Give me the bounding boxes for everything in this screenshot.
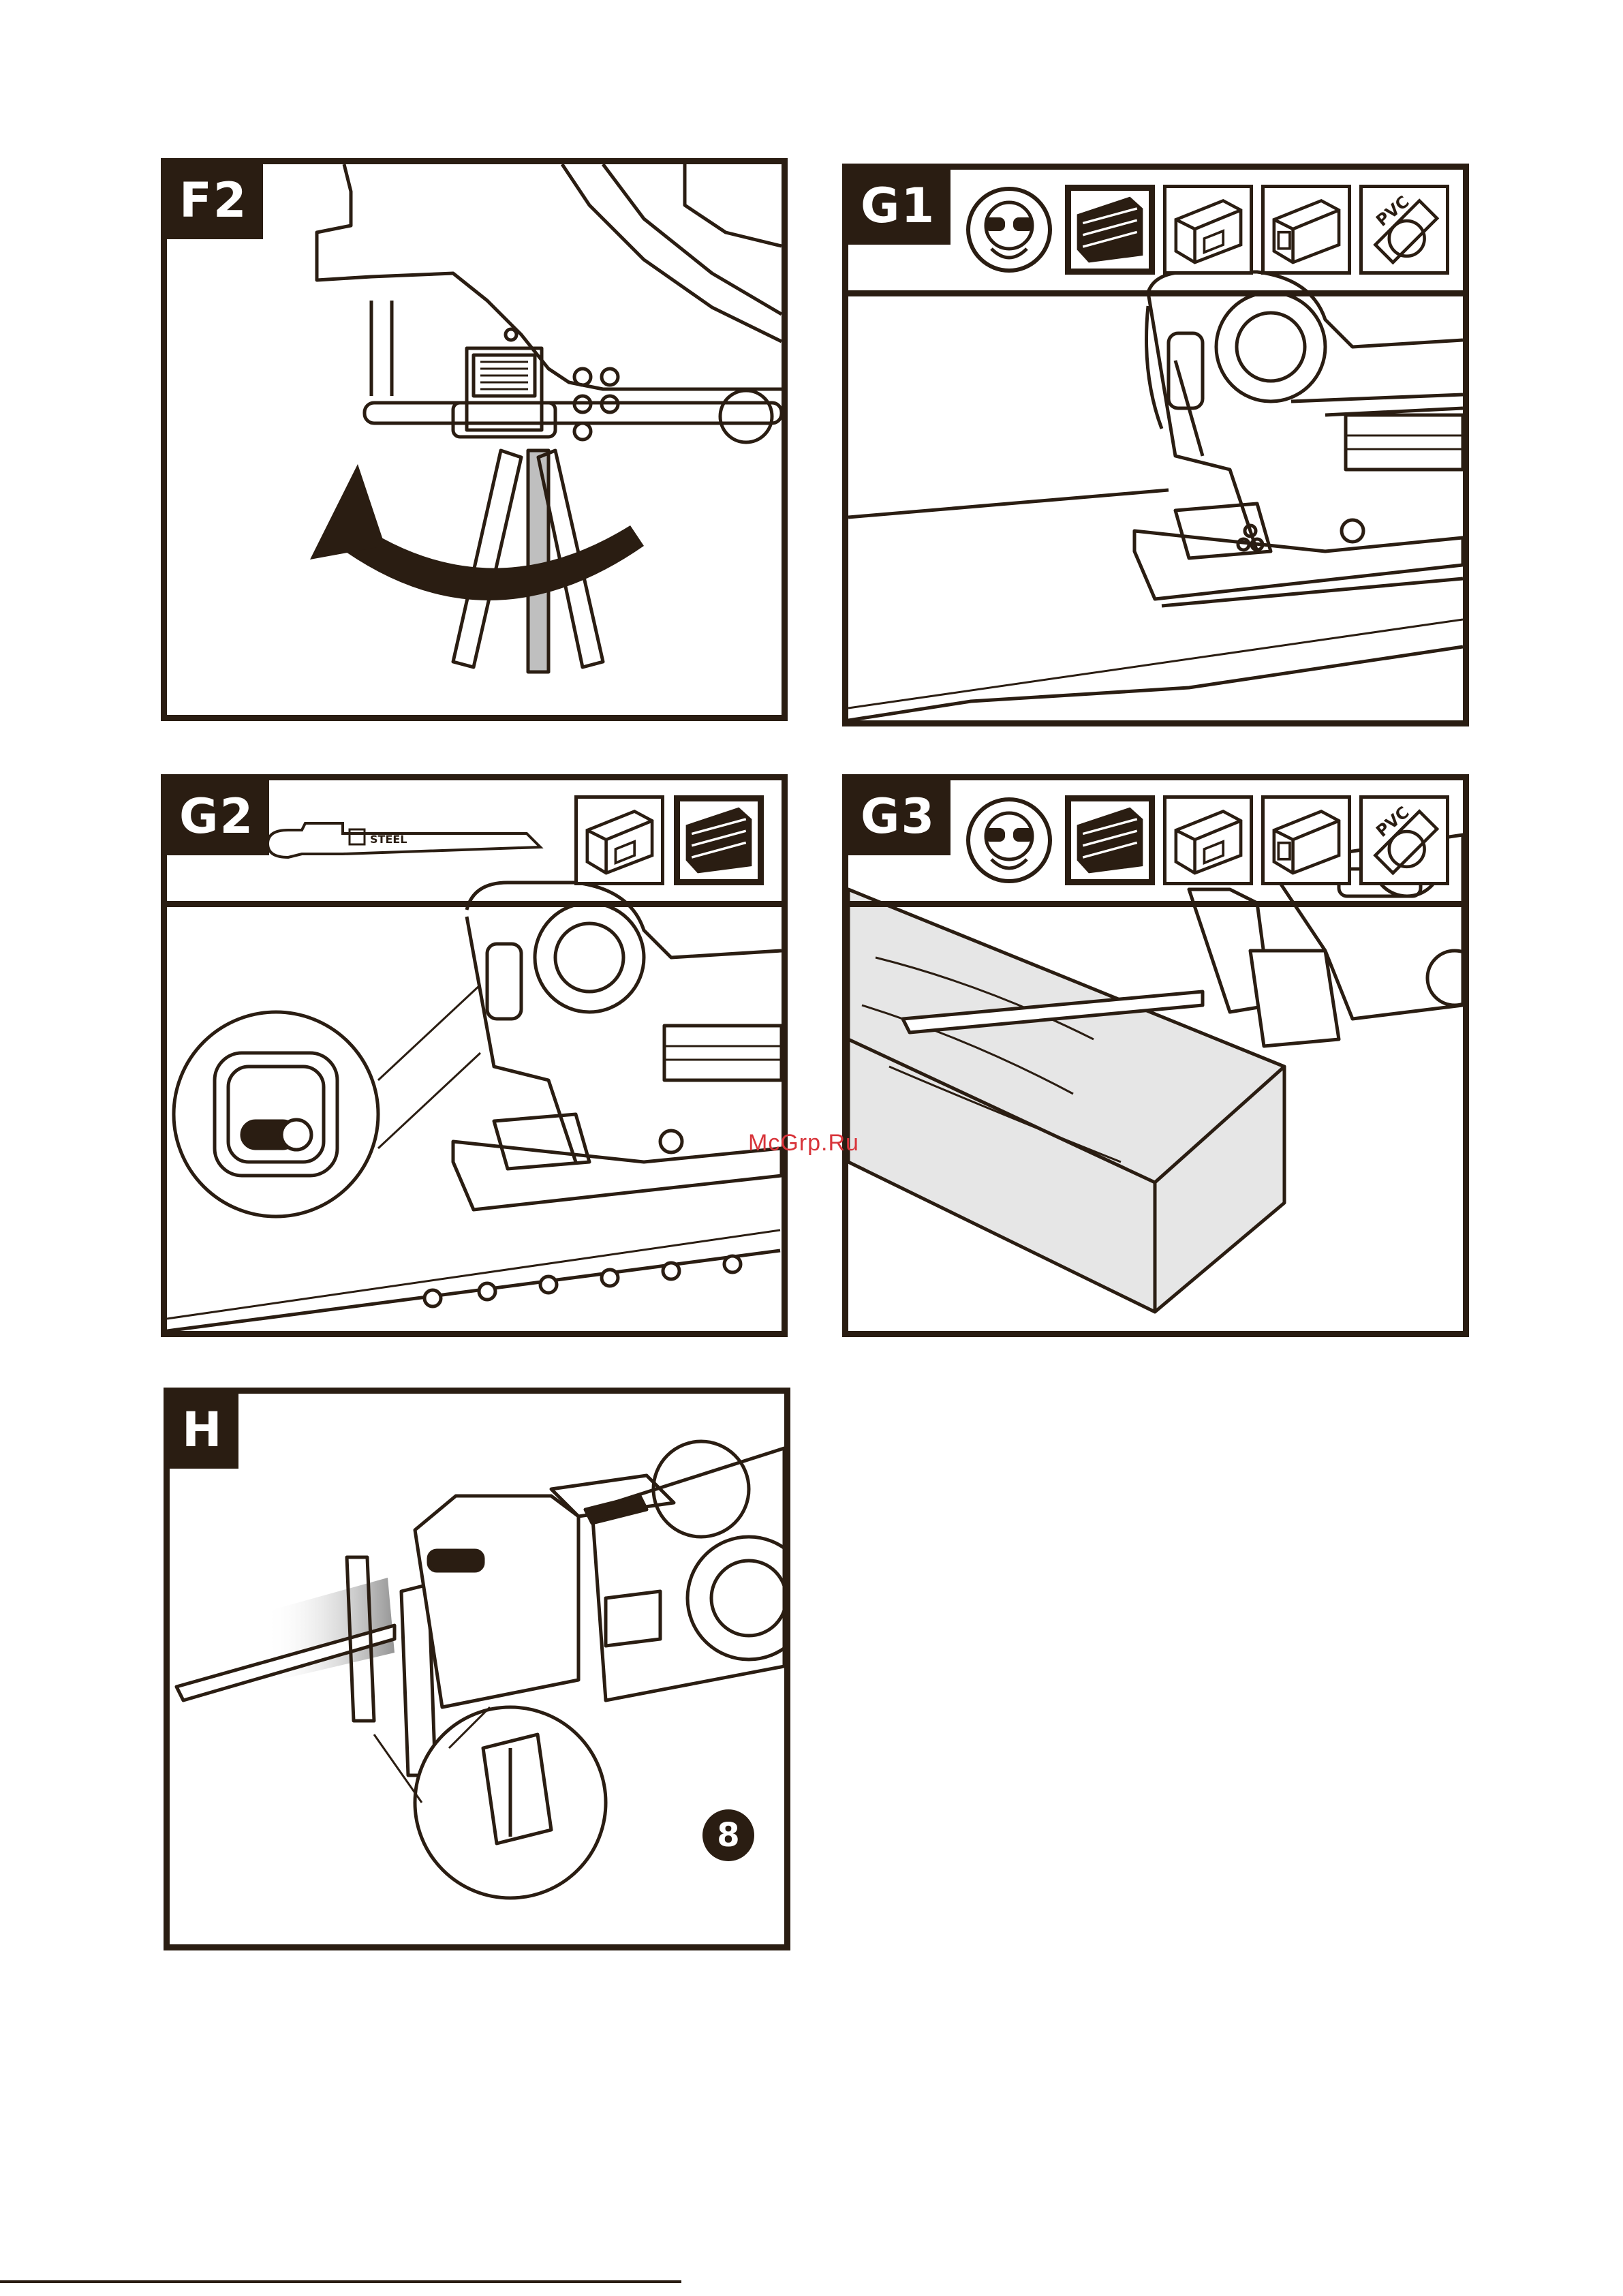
- h-illustration: [170, 1394, 784, 1944]
- aluminum-tube-icon: [1261, 185, 1351, 275]
- panel-g2: G2 STEEL: [161, 774, 788, 1337]
- panel-g1: G1 PVC: [842, 164, 1469, 726]
- pvc-pipe-icon: PVC: [1359, 185, 1449, 275]
- part-callout-8: 8: [702, 1809, 754, 1861]
- panel-g3: G3 PVC: [842, 774, 1469, 1337]
- panel-label: F2: [167, 164, 263, 239]
- metal-profile-icon: [1163, 185, 1253, 275]
- metal-profile-icon: [1163, 795, 1253, 885]
- wood-icon: [1065, 795, 1155, 885]
- safety-goggles-icon: [964, 185, 1054, 275]
- wood-icon: [674, 795, 764, 885]
- wood-icon: [1065, 185, 1155, 275]
- panel-label: G2: [167, 780, 269, 855]
- f2-illustration: [167, 164, 782, 715]
- panel-h: H 8: [164, 1388, 790, 1950]
- panel-label: H: [170, 1394, 238, 1469]
- aluminum-tube-icon: [1261, 795, 1351, 885]
- pvc-pipe-icon: PVC: [1359, 795, 1449, 885]
- svg-text:PVC: PVC: [1372, 803, 1412, 841]
- watermark: McGrp.Ru: [748, 1130, 859, 1157]
- blade-material-label: STEEL: [370, 833, 407, 846]
- jigsaw-blade-icon: STEEL: [261, 813, 547, 874]
- rotation-arrow: [337, 519, 644, 600]
- safety-goggles-icon: [964, 795, 1054, 885]
- footer-rule: [0, 2280, 681, 2283]
- svg-text:PVC: PVC: [1372, 192, 1412, 230]
- panel-label: G1: [848, 170, 950, 245]
- metal-profile-icon: [574, 795, 664, 885]
- panel-f2: F2: [161, 158, 788, 721]
- panel-label: G3: [848, 780, 950, 855]
